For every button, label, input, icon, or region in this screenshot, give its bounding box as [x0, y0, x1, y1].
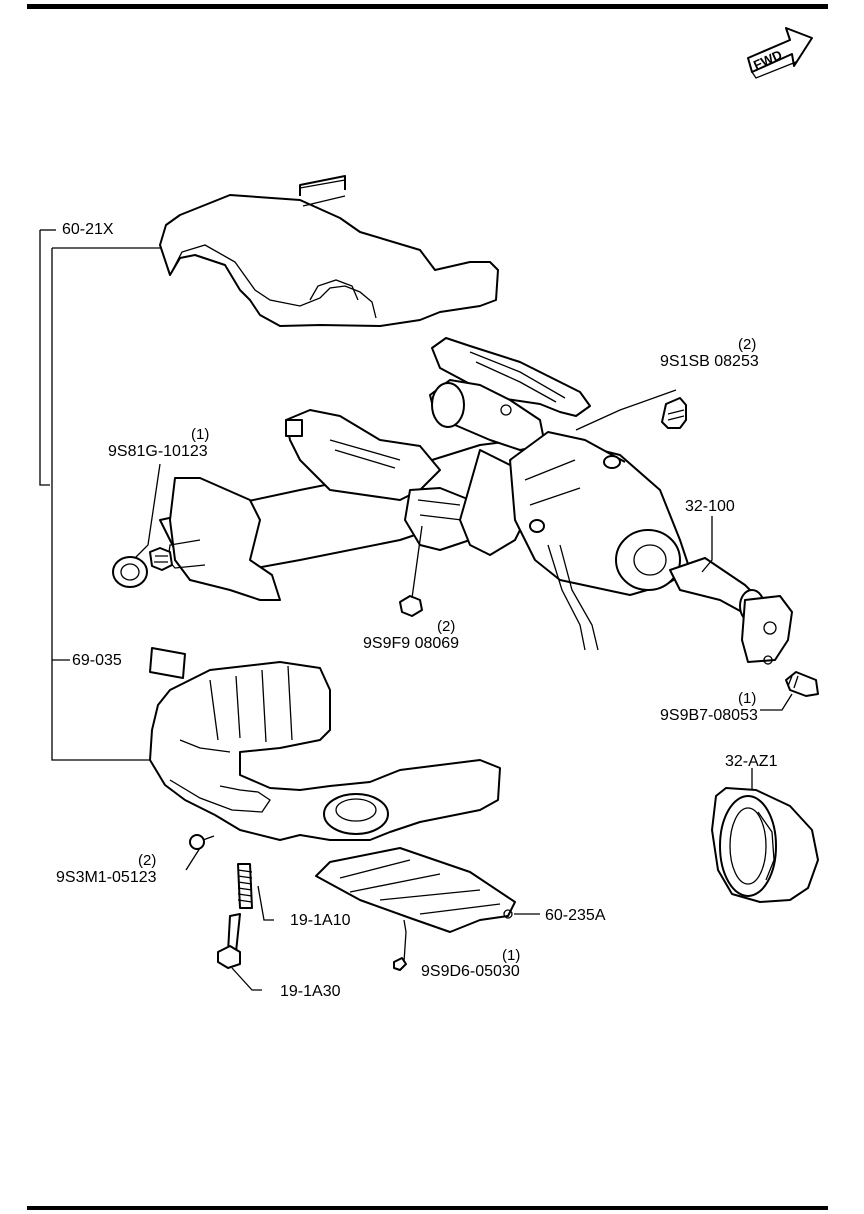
- qty-9s9b7: (1): [738, 690, 756, 707]
- upper-column-cover: [159, 175, 499, 327]
- clip-9s9f9-part: [399, 595, 423, 617]
- bolt-9s1sb-part: [661, 397, 687, 429]
- power-steering-motor: [509, 431, 691, 651]
- label-9s9b7: 9S9B7-08053: [660, 707, 758, 724]
- qty-9s9f9: (2): [437, 618, 455, 635]
- leader-lines: [134, 389, 793, 991]
- intermediate-shaft: [669, 557, 793, 665]
- bolt-9s9b7-part: [785, 671, 819, 697]
- screw-9s3m1-part: [189, 834, 215, 850]
- qty-9s3m1: (2): [138, 852, 156, 869]
- label-9s9d6: 9S9D6-05030: [421, 963, 520, 980]
- screw-19-1a30-part: [217, 913, 241, 969]
- label-9s1sb: 9S1SB 08253: [660, 353, 759, 370]
- label-sticker-69-035-part: [149, 647, 186, 679]
- qty-9s9d6: (1): [502, 947, 520, 964]
- lower-panel-60-235a-part: [315, 847, 516, 933]
- top-border-rule: [27, 4, 828, 9]
- lower-column-cover: [149, 661, 501, 841]
- label-19-1a30: 19-1A30: [280, 983, 341, 1000]
- lock-housing-32-az1-part: [711, 787, 819, 903]
- qty-9s81g: (1): [191, 426, 209, 443]
- fwd-arrow-icon: FWD: [747, 27, 813, 79]
- label-9s81g: 9S81G-10123: [108, 443, 208, 460]
- label-60-21x: 60-21X: [62, 221, 114, 238]
- label-19-1a10: 19-1A10: [290, 912, 351, 929]
- spring-19-1a10-part: [237, 863, 253, 909]
- steering-column-assembly: [112, 379, 546, 601]
- group-bracket: [39, 229, 160, 761]
- label-9s9f9: 9S9F9 08069: [363, 635, 459, 652]
- label-32-100: 32-100: [685, 498, 735, 515]
- screw-9s9d6-part: [393, 957, 407, 971]
- label-32-az1: 32-AZ1: [725, 753, 778, 770]
- label-69-035: 69-035: [72, 652, 122, 669]
- label-9s3m1: 9S3M1-05123: [56, 869, 157, 886]
- qty-9s1sb: (2): [738, 336, 756, 353]
- bottom-border-rule: [27, 1206, 828, 1210]
- label-60-235a: 60-235A: [545, 907, 606, 924]
